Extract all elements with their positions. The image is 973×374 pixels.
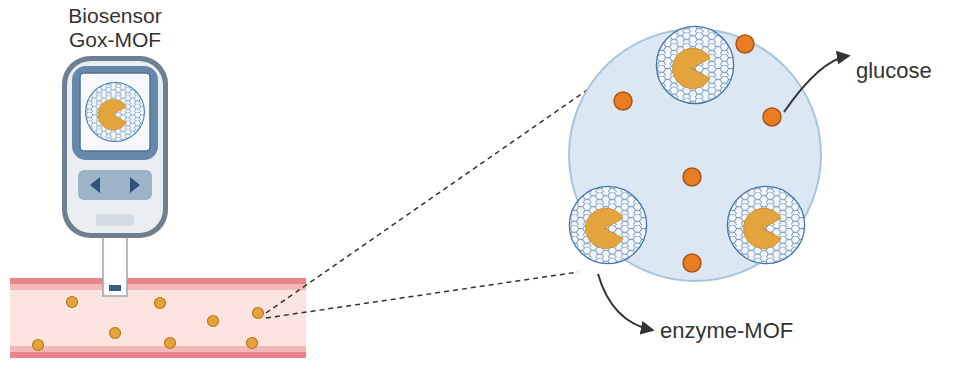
glucose-molecules — [614, 35, 781, 272]
vessel-lumen — [10, 290, 306, 346]
screen-frame — [72, 66, 158, 160]
glucose-label: glucose — [856, 58, 966, 83]
mof-cage — [86, 83, 145, 142]
screen — [80, 73, 150, 151]
blood-vessel — [10, 278, 306, 358]
test-strip — [103, 232, 127, 296]
meter-body — [62, 56, 168, 238]
vessel-wall — [10, 284, 306, 352]
glucose-dots — [33, 297, 264, 351]
mof-cage — [569, 186, 646, 263]
mof-cage — [656, 26, 733, 103]
strip-port — [96, 214, 134, 226]
meter-face — [67, 61, 163, 233]
button-left — [90, 177, 100, 193]
strip-tip — [109, 285, 121, 291]
leader-arrow — [784, 56, 848, 112]
vessel-wall — [10, 278, 306, 358]
zoom-lines — [266, 88, 590, 318]
device-title: Biosensor Gox-MOF — [60, 4, 170, 52]
glucometer — [62, 56, 168, 296]
mof-cage — [727, 186, 804, 263]
leader-arrow — [598, 274, 652, 330]
button-panel — [78, 170, 152, 200]
enzyme-mof-label: enzyme-MOF — [660, 318, 820, 343]
button-right — [130, 177, 140, 193]
